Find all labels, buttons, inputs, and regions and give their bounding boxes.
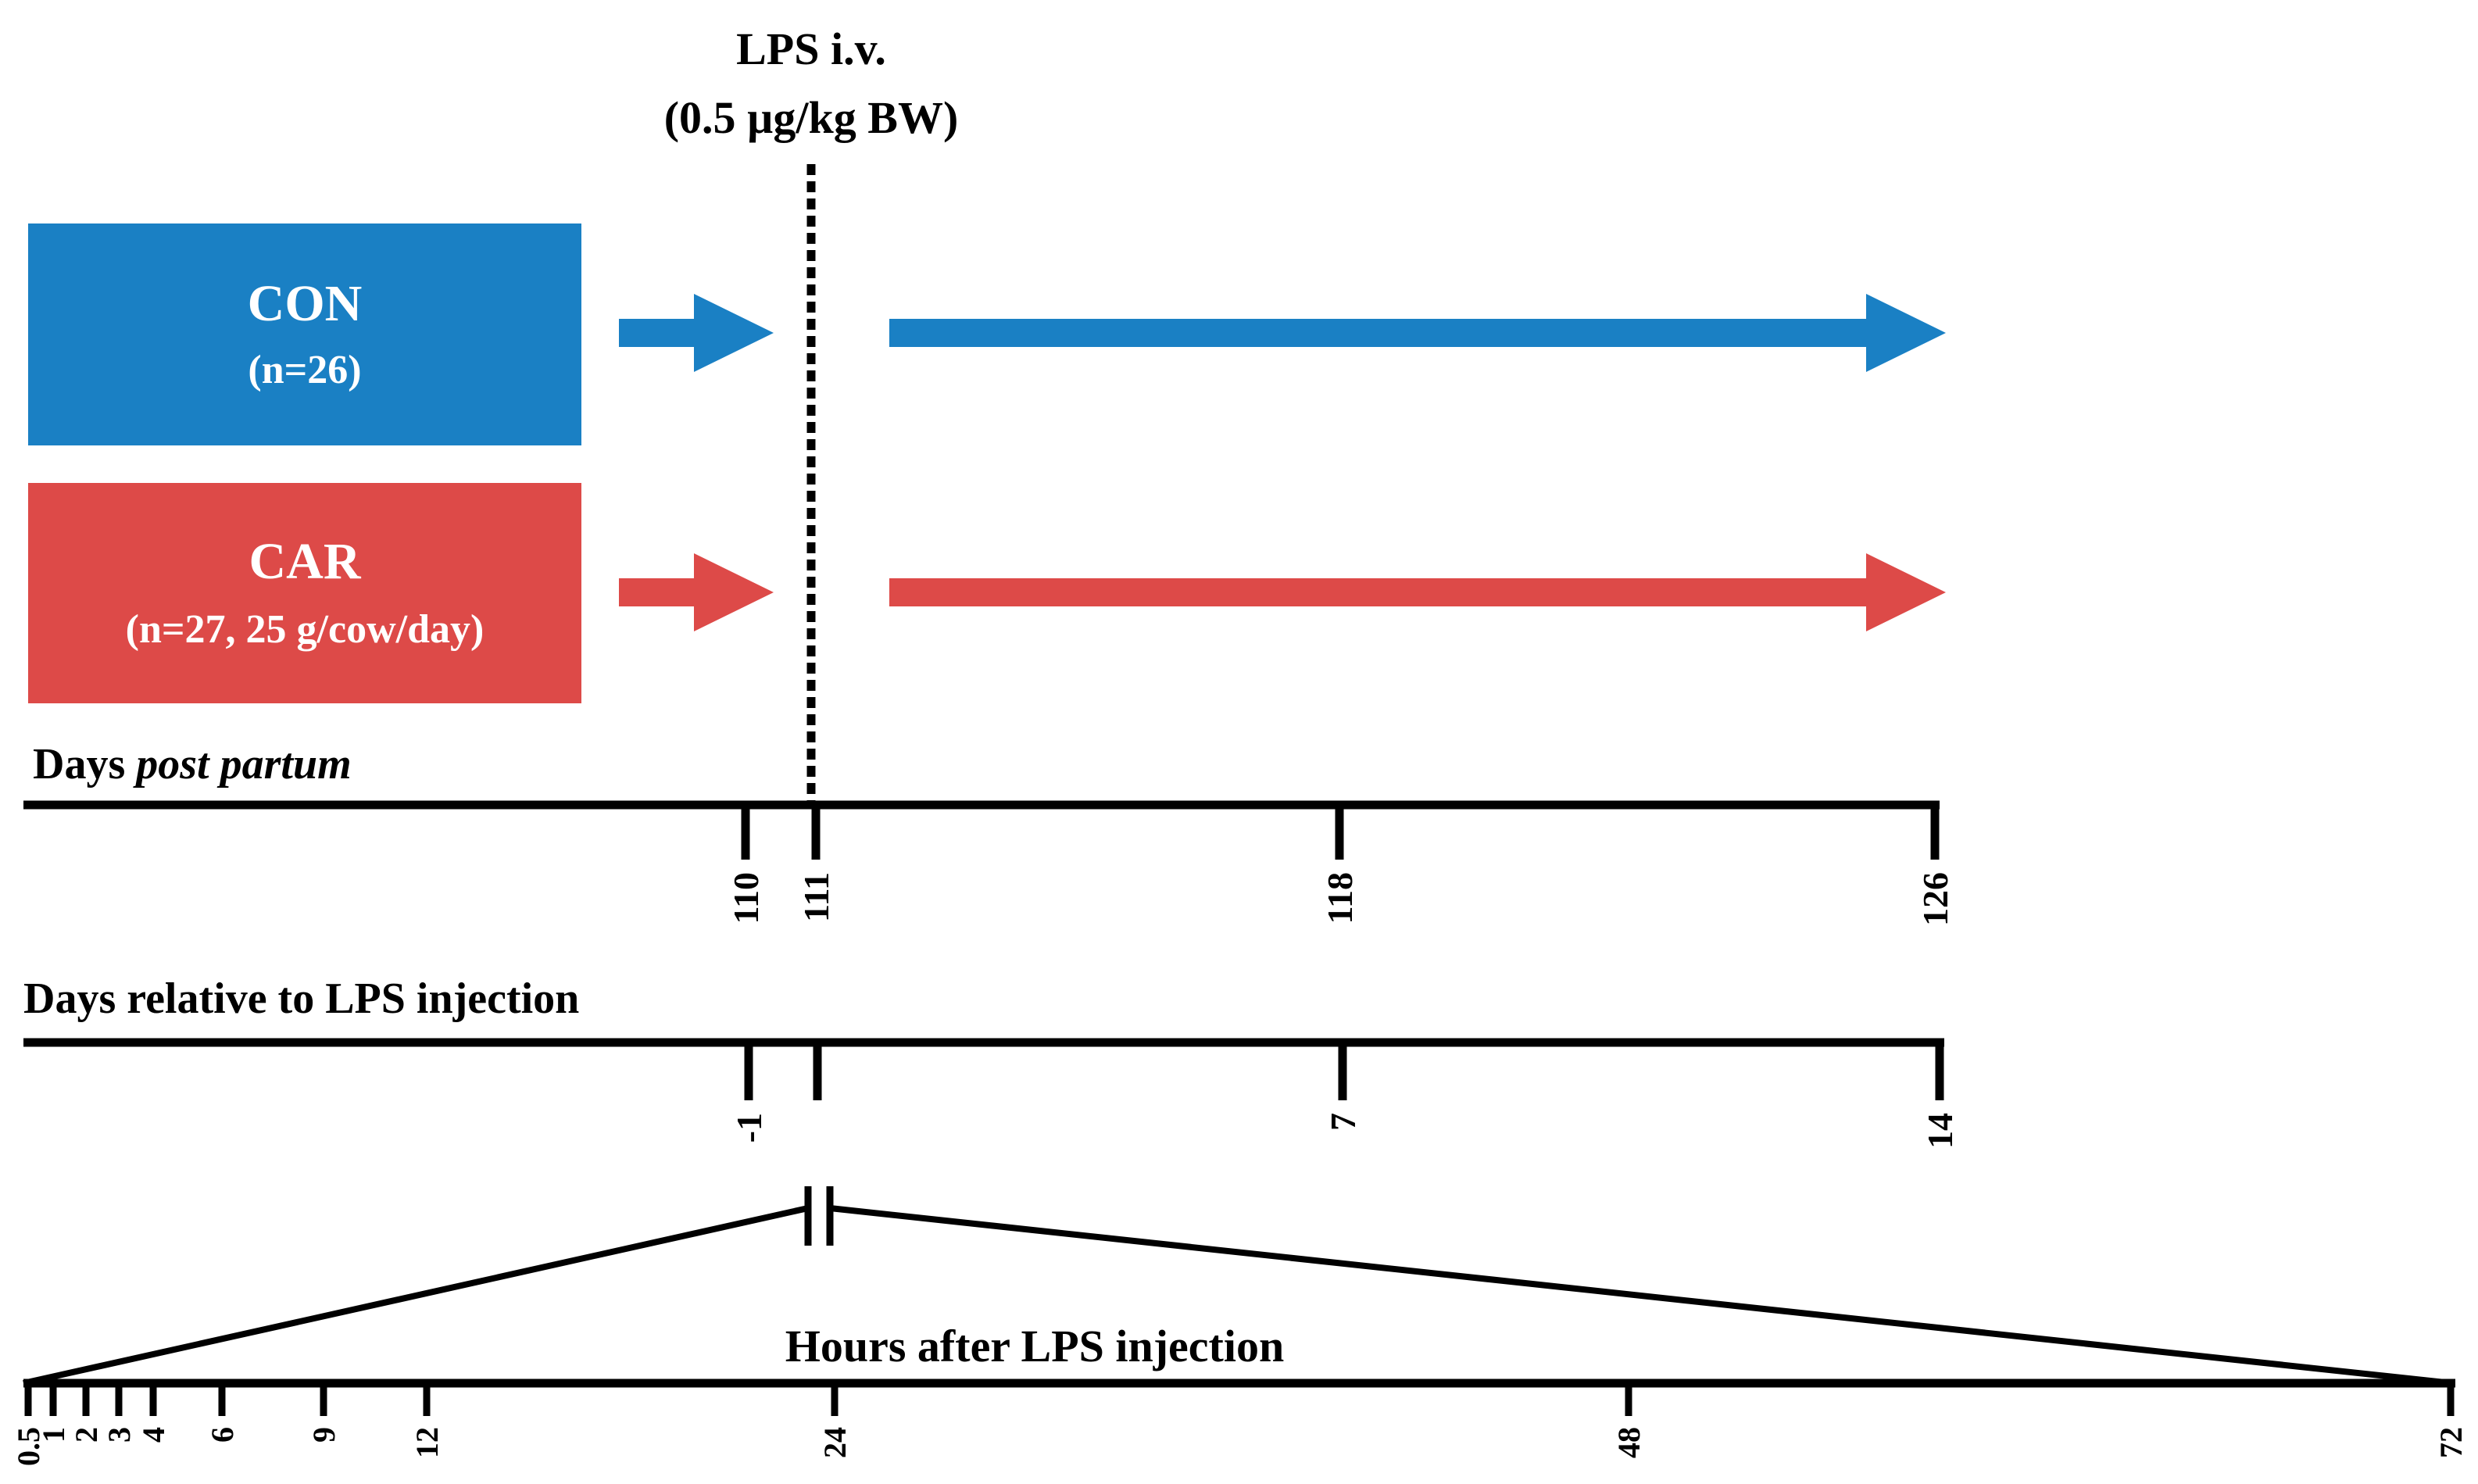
tick-label: 12 — [409, 1427, 445, 1458]
tick-label: 24 — [817, 1427, 853, 1458]
axis-hours-label: Hours after LPS injection — [785, 1321, 1284, 1371]
zoom-line-right — [829, 1205, 2453, 1386]
axis-days-pp-label: Days post partum — [33, 740, 352, 788]
car-arrow-post — [889, 553, 1946, 631]
tick-label: 9 — [306, 1427, 341, 1443]
tick-label: 118 — [1320, 872, 1360, 924]
tick-label: 7 — [1323, 1113, 1363, 1131]
tick-label: 4 — [136, 1427, 171, 1443]
tick-label: 3 — [102, 1427, 137, 1443]
car-arrow-pre — [619, 553, 774, 631]
tick-label: 6 — [205, 1427, 240, 1443]
group-car: CAR (n=27, 25 g/cow/day) — [28, 483, 1946, 703]
zoom-line-left — [23, 1205, 809, 1386]
con-label: CON — [248, 275, 363, 332]
axis-days-rel-label: Days relative to LPS injection — [23, 974, 579, 1023]
lps-title: LPS i.v. — [736, 23, 886, 74]
tick-label: 72 — [2433, 1427, 2469, 1458]
axis-hours: Hours after LPS injection 0.5 1 2 3 4 6 … — [11, 1321, 2469, 1466]
axis-days-relative: Days relative to LPS injection -1 7 14 — [23, 974, 1960, 1149]
tick-label: 110 — [726, 872, 766, 924]
tick-label: 14 — [1920, 1113, 1960, 1149]
group-con: CON (n=26) — [28, 223, 1946, 445]
car-n: (n=27, 25 g/cow/day) — [126, 607, 485, 652]
tick-label: 126 — [1915, 872, 1955, 926]
tick-label: 2 — [69, 1427, 104, 1443]
con-arrow-post — [889, 294, 1946, 372]
con-n: (n=26) — [248, 348, 361, 392]
tick-label: -1 — [729, 1113, 769, 1143]
zoom-expansion — [23, 1186, 2453, 1386]
axis-days-post-partum: Days post partum 110 111 118 126 — [23, 740, 1955, 926]
car-box — [28, 483, 581, 703]
con-arrow-pre — [619, 294, 774, 372]
car-label: CAR — [249, 533, 362, 590]
tick-label: 0.5 — [11, 1427, 46, 1466]
con-box — [28, 223, 581, 445]
lps-dose: (0.5 µg/kg BW) — [664, 92, 959, 143]
tick-label: 111 — [796, 872, 836, 922]
tick-label: 48 — [1611, 1427, 1647, 1458]
tick-label: 1 — [36, 1427, 71, 1443]
